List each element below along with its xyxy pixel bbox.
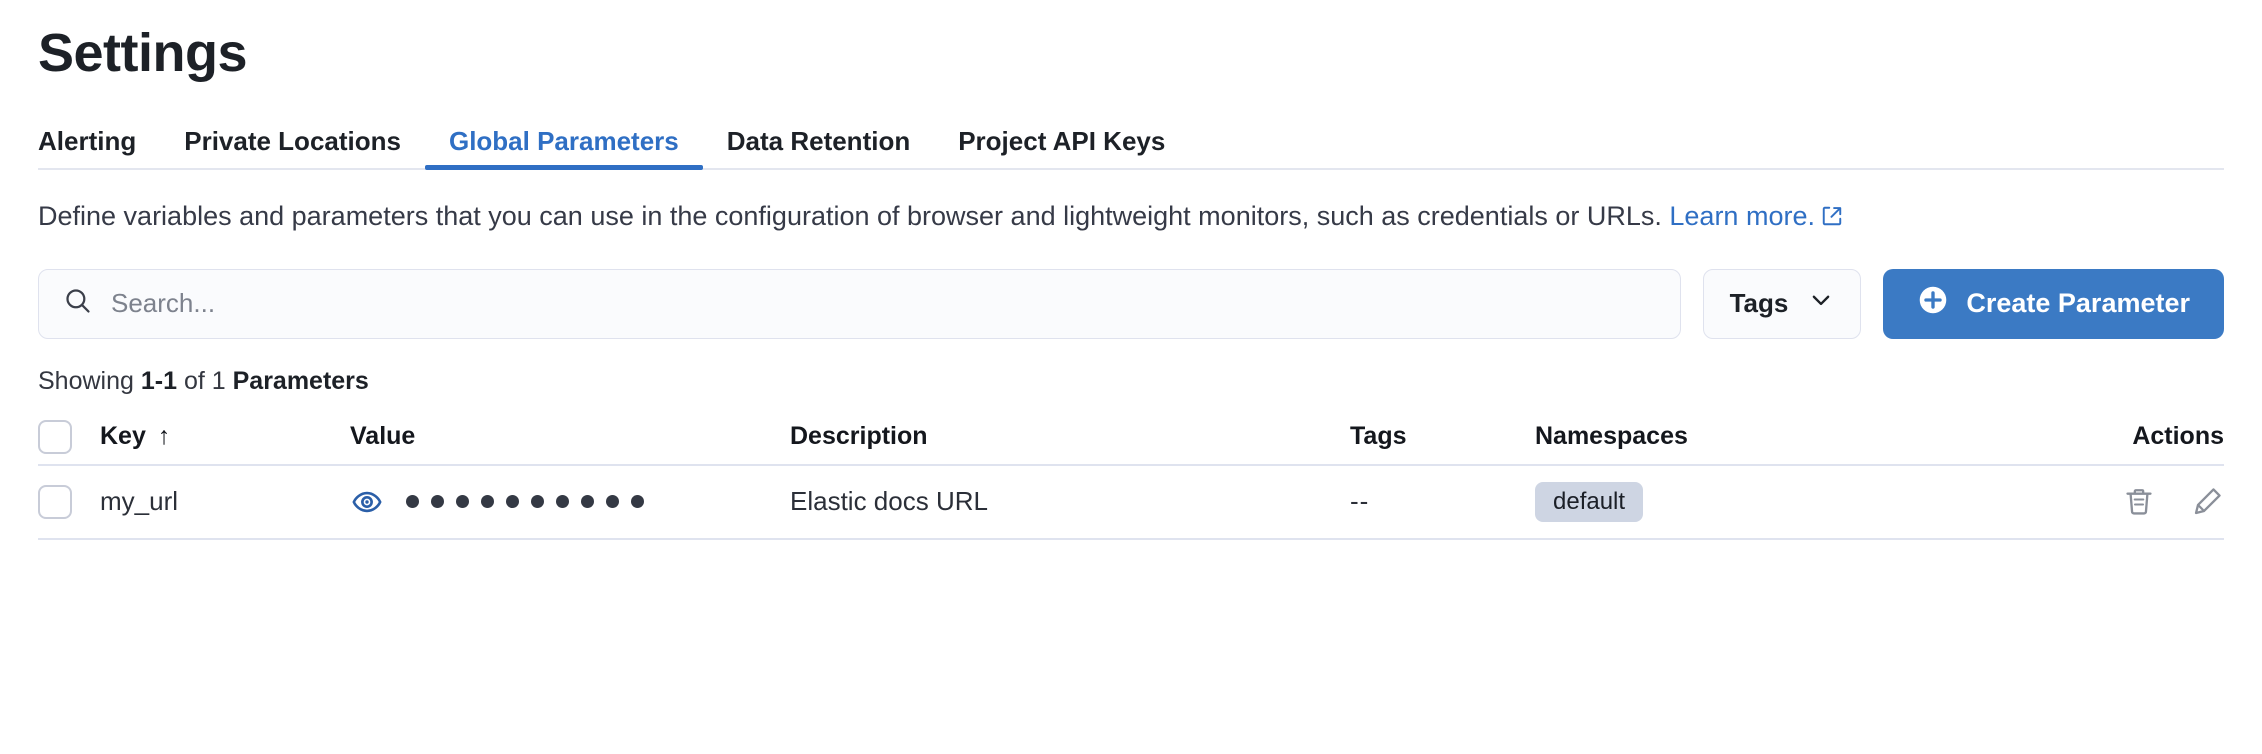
summary-range: 1-1 bbox=[140, 366, 177, 395]
sort-ascending-icon: ↑ bbox=[157, 422, 171, 451]
cell-key: my_url bbox=[100, 486, 179, 517]
trash-icon[interactable] bbox=[2122, 485, 2156, 519]
row-select-checkbox[interactable] bbox=[38, 484, 72, 519]
cell-tags: -- bbox=[1350, 486, 1370, 517]
select-all-cell bbox=[38, 419, 100, 454]
cell-actions bbox=[2054, 485, 2224, 519]
page-description: Define variables and parameters that you… bbox=[38, 198, 2224, 237]
namespace-badge: default bbox=[1535, 481, 1644, 523]
page-title: Settings bbox=[38, 23, 248, 83]
search-field[interactable] bbox=[38, 268, 1681, 339]
masked-value bbox=[406, 495, 644, 509]
tab-global-parameters[interactable]: Global Parameters bbox=[424, 128, 703, 170]
column-header-value: Value bbox=[350, 422, 416, 451]
row-select-cell bbox=[38, 484, 100, 519]
eye-icon[interactable] bbox=[350, 485, 384, 519]
tab-alerting[interactable]: Alerting bbox=[38, 128, 160, 168]
plus-in-circle-icon bbox=[1917, 284, 1949, 323]
tab-private-locations[interactable]: Private Locations bbox=[160, 128, 425, 168]
tab-data-retention[interactable]: Data Retention bbox=[703, 128, 934, 168]
tags-filter-button[interactable]: Tags bbox=[1702, 268, 1862, 339]
description-text: Define variables and parameters that you… bbox=[38, 200, 1662, 231]
cell-description: Elastic docs URL bbox=[790, 486, 988, 517]
search-input[interactable] bbox=[111, 288, 1656, 320]
create-parameter-label: Create Parameter bbox=[1966, 288, 2190, 319]
table-header-row: Key ↑ Value Description Tags Namespaces A… bbox=[38, 410, 2224, 466]
summary-prefix: Showing bbox=[38, 366, 134, 395]
results-summary: Showing 1-1 of 1 Parameters bbox=[38, 367, 2224, 396]
column-header-namespaces: Namespaces bbox=[1535, 422, 1688, 451]
pencil-icon[interactable] bbox=[2190, 485, 2224, 519]
select-all-checkbox[interactable] bbox=[38, 419, 72, 454]
column-header-description: Description bbox=[790, 422, 928, 451]
external-link-icon bbox=[1821, 200, 1843, 237]
settings-tabs: Alerting Private Locations Global Parame… bbox=[38, 114, 2224, 170]
column-header-actions: Actions bbox=[2132, 422, 2224, 451]
learn-more-label: Learn more. bbox=[1669, 200, 1815, 231]
tab-project-api-keys[interactable]: Project API Keys bbox=[934, 128, 1189, 168]
summary-entity: Parameters bbox=[232, 366, 369, 395]
cell-namespaces: default bbox=[1535, 481, 2054, 523]
tags-filter-label: Tags bbox=[1729, 288, 1789, 319]
column-header-key[interactable]: Key ↑ bbox=[100, 422, 350, 451]
chevron-down-icon bbox=[1808, 287, 1834, 320]
parameters-table: Key ↑ Value Description Tags Namespaces A… bbox=[38, 410, 2224, 540]
toolbar: Tags Create Parameter bbox=[38, 268, 2224, 339]
column-header-tags: Tags bbox=[1350, 422, 1407, 451]
search-icon bbox=[63, 286, 93, 321]
cell-value bbox=[350, 485, 790, 519]
table-row: my_url Elastic docs URL -- default bbox=[38, 466, 2224, 540]
learn-more-link[interactable]: Learn more. bbox=[1669, 201, 1815, 231]
column-header-key-label: Key bbox=[100, 422, 146, 451]
create-parameter-button[interactable]: Create Parameter bbox=[1883, 268, 2224, 339]
summary-middle: of 1 bbox=[183, 366, 226, 395]
